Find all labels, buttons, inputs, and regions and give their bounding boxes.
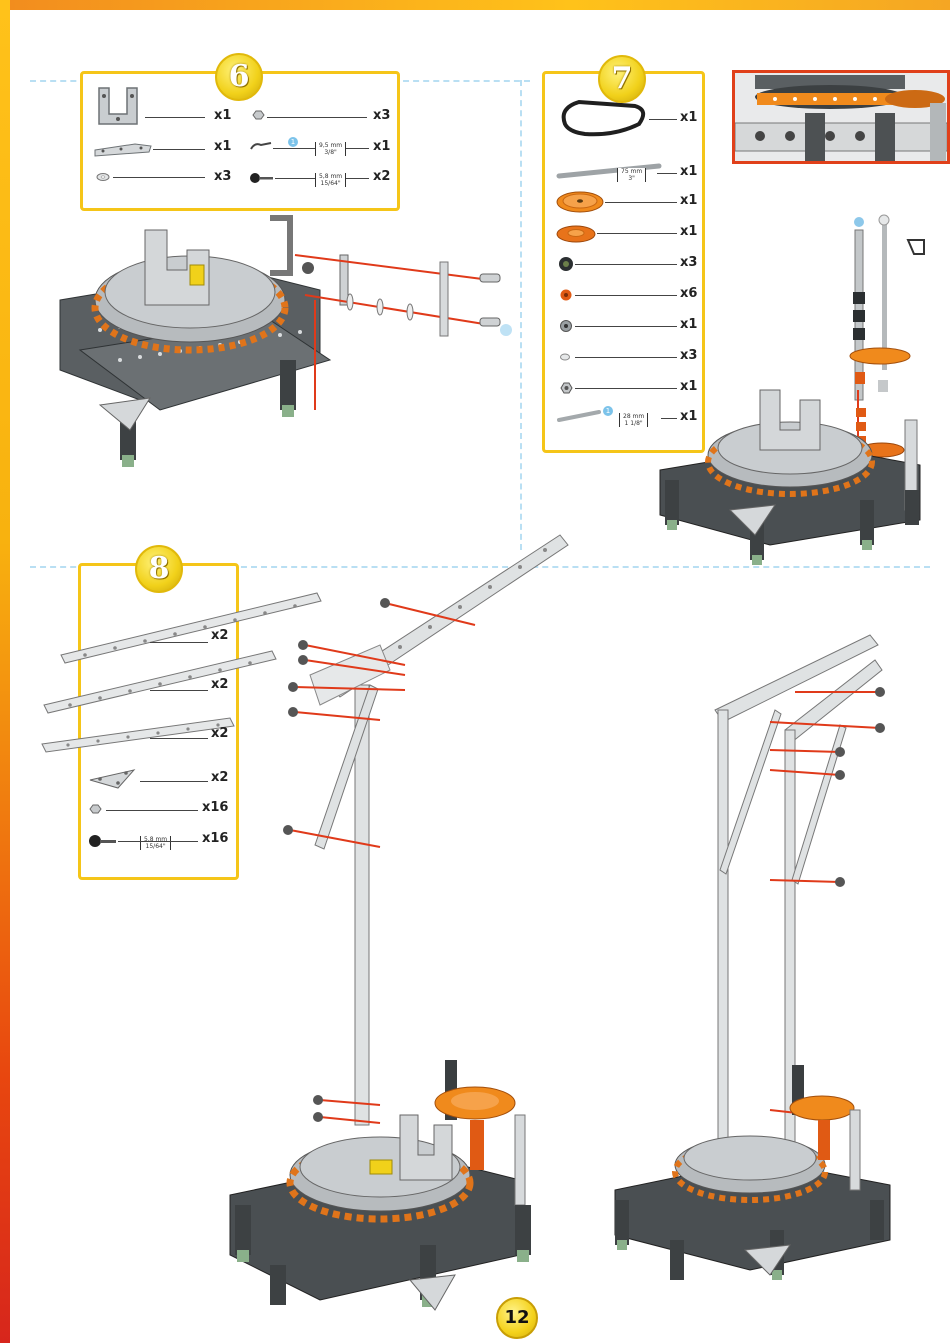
grey-collar-icon [559, 319, 573, 333]
orange-collar-icon [559, 288, 573, 302]
step-6-qty-1: x1 [214, 108, 231, 123]
nut-icon [251, 110, 265, 120]
step-6-measure-2: 5,8 mm 15/64" [315, 173, 346, 187]
step-6-qty-5: x1 [373, 139, 390, 154]
step-6-qty-6: x2 [373, 169, 390, 184]
large-pulley-icon [555, 190, 605, 214]
screw-icon [88, 834, 118, 848]
step-6-qty-2: x1 [214, 139, 231, 154]
step-8-exploded-assembly-illustration [220, 525, 560, 1325]
measure-metric: 9,5 mm [319, 142, 342, 149]
info-marker-icon: 1 [603, 406, 613, 416]
measure-metric: 75 mm [621, 168, 642, 175]
info-marker-icon: 1 [288, 137, 298, 147]
nut-icon [88, 804, 104, 814]
divider-middle [520, 80, 522, 550]
black-collar-icon [557, 256, 575, 272]
step-6-badge: 6 [215, 53, 263, 101]
flat-bracket-icon [93, 142, 153, 156]
short-screw-icon [249, 140, 273, 154]
step-8-completed-assembly-illustration [600, 630, 900, 1280]
step-7-assembly-illustration [650, 210, 950, 570]
triangle-plate-icon [88, 766, 138, 790]
left-color-bar [0, 0, 10, 1343]
step-7-badge: 7 [598, 55, 646, 103]
step-8-measure-1: 5,8 mm 15/64" [140, 836, 171, 850]
lock-nut-icon [559, 382, 573, 394]
u-bracket-icon [93, 86, 143, 126]
measure-metric: 5,8 mm [319, 173, 342, 180]
page-number-badge: 12 [496, 1297, 538, 1339]
measure-imperial: 1 1/8" [623, 420, 644, 427]
pulley-detail-illustration [735, 73, 947, 161]
short-strip-icon [38, 714, 238, 754]
measure-imperial: 15/64" [144, 843, 167, 850]
step-6-assembly-illustration [40, 210, 520, 480]
step-7-qty-3: x1 [680, 193, 697, 208]
measure-metric: 28 mm [623, 413, 644, 420]
step-6-measure-1: 9,5 mm 3/8" [315, 142, 346, 156]
step-7-measure-2: 28 mm 1 1/8" [619, 413, 648, 427]
step-6-qty-3: x3 [214, 169, 231, 184]
step-7-detail-inset [732, 70, 950, 164]
axle-rod-icon [555, 164, 665, 178]
small-pulley-icon [555, 224, 597, 244]
step-6-qty-4: x3 [373, 108, 390, 123]
step-7-qty-2: x1 [680, 164, 697, 179]
measure-imperial: 15/64" [319, 180, 342, 187]
top-color-bar [0, 0, 950, 10]
measure-imperial: 3" [621, 175, 642, 182]
step-7-measure-1: 75 mm 3" [617, 168, 646, 182]
spacer-icon [559, 352, 571, 362]
measure-imperial: 3/8" [319, 149, 342, 156]
short-axle-icon [555, 409, 605, 423]
step-7-qty-1: x1 [680, 110, 697, 125]
screw-icon [249, 172, 275, 184]
washer-icon [95, 172, 111, 182]
drive-belt-icon [555, 96, 650, 138]
